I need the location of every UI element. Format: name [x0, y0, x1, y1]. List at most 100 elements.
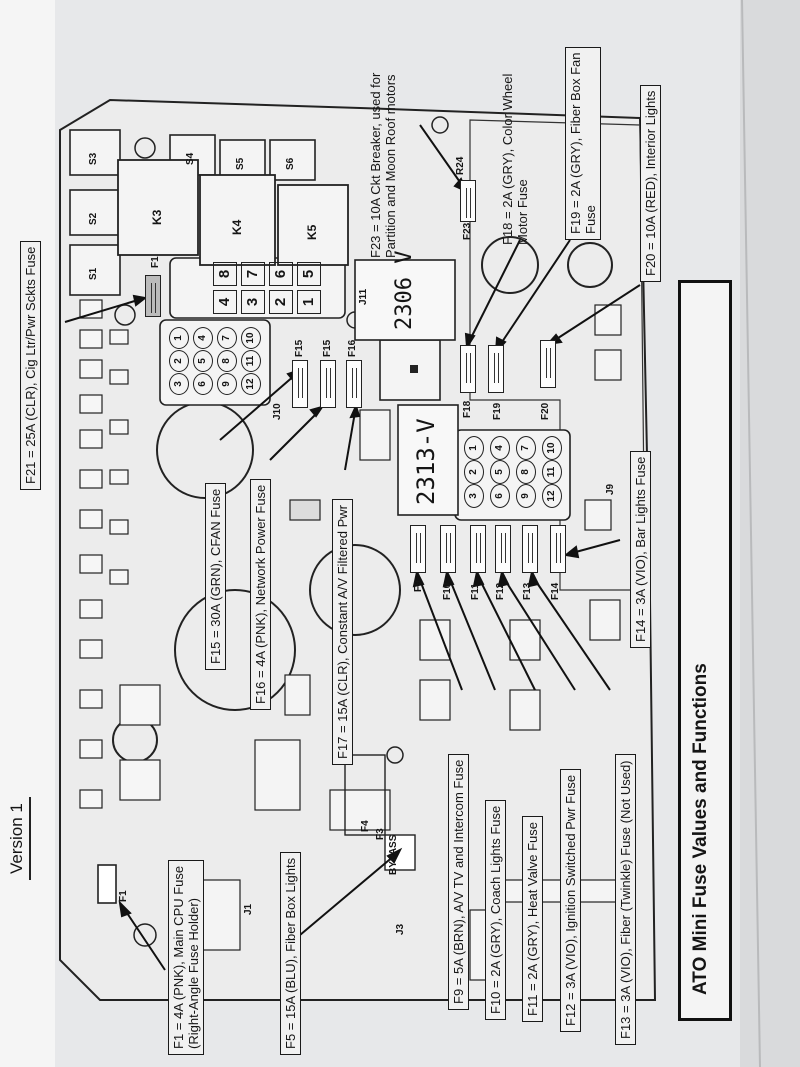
pin: 1: [169, 327, 189, 349]
title-box: [678, 280, 732, 1021]
fuse-f19: [488, 345, 504, 393]
pin: 1: [464, 436, 484, 460]
connector-b-pins: 1 4 7 10 2 5 8 11 3 6 9 12: [462, 436, 566, 508]
pin: 9: [217, 373, 237, 395]
pin: 5: [490, 460, 510, 484]
callout-f19-text: F19 = 2A (GRY), Fiber Box Fan: [568, 52, 583, 234]
callout-f1-text: F1 = 4A (PNK), Main CPU Fuse: [171, 865, 186, 1049]
fuse-f11: [470, 525, 486, 573]
label-f15b: F15: [322, 339, 333, 357]
fuse-f9: [410, 525, 426, 573]
callout-f19-line2: Fuse: [583, 205, 598, 234]
pin: 10: [241, 327, 261, 349]
fuse-f15: [292, 360, 308, 408]
callout-f23-text: F23 = 10A Ckt Breaker, used for: [368, 72, 383, 258]
label-j11: J11: [358, 288, 369, 305]
pin: 5: [193, 350, 213, 372]
pin: 12: [542, 484, 562, 508]
callout-f1: F1 = 4A (PNK), Main CPU Fuse (Right-Angl…: [168, 859, 204, 1055]
pin: 9: [516, 484, 536, 508]
callout-f19: F19 = 2A (GRY), Fiber Box Fan Fuse: [565, 46, 601, 240]
label-s3: S3: [88, 152, 99, 165]
label-f18: F18: [462, 400, 473, 418]
pin: 2: [169, 350, 189, 372]
pin: 3: [464, 484, 484, 508]
part-number-b: 2306 V: [392, 250, 417, 330]
label-s2: S2: [88, 212, 99, 225]
label-j3: J3: [395, 923, 406, 935]
callout-f14: F14 = 3A (VIO), Bar Lights Fuse: [630, 450, 651, 648]
label-k3: K3: [150, 209, 164, 225]
label-s4: S4: [185, 152, 196, 165]
label-j1: J1: [243, 903, 254, 915]
callout-f21: F21 = 25A (CLR), Cig Ltr/Pwr Sckts Fuse: [20, 240, 41, 490]
callout-f1-note: (Right-Angle Fuse Holder): [186, 897, 201, 1049]
fuse-f21: [145, 275, 161, 317]
label-f3: F3: [375, 828, 386, 840]
fuse-f23: [460, 180, 476, 222]
pin: 3: [169, 373, 189, 395]
callout-f23: F23 = 10A Ckt Breaker, used for Partitio…: [368, 73, 398, 258]
callout-f20: F20 = 10A (RED), Interior Lights: [640, 84, 661, 282]
callout-f18: F18 = 2A (GRY), Color Wheel Motor Fuse: [500, 74, 530, 245]
pin: 4: [193, 327, 213, 349]
callout-f23-line2: Partition and Moon Roof motors: [383, 74, 398, 258]
label-f13: F13: [522, 582, 533, 600]
callout-f10: F10 = 2A (GRY), Coach Lights Fuse: [485, 799, 506, 1020]
j11-digit: 3: [241, 290, 265, 314]
callout-f16: F16 = 4A (PNK), Network Power Fuse: [250, 478, 271, 710]
label-s5: S5: [235, 157, 246, 170]
label-r24: R24: [455, 156, 466, 175]
fuse-f20: [540, 340, 556, 388]
callout-f12: F12 = 3A (VIO), Ignition Switched Pwr Fu…: [560, 768, 581, 1032]
fuse-f14: [550, 525, 566, 573]
label-f14: F14: [550, 582, 561, 600]
callout-f18-line2: Motor Fuse: [515, 179, 530, 245]
fuse-f15b: [320, 360, 336, 408]
pin: 2: [464, 460, 484, 484]
fuse-f12: [495, 525, 511, 573]
page-title: ATO Mini Fuse Values and Functions: [690, 663, 711, 995]
connector-a-pins: 1 4 7 10 2 5 8 11 3 6 9 12: [168, 327, 263, 395]
label-k5: K5: [305, 224, 319, 240]
pin: 8: [217, 350, 237, 372]
j11-digit: 7: [241, 262, 265, 286]
fuse-f10: [440, 525, 456, 573]
label-k4: K4: [230, 219, 244, 235]
pin: 11: [241, 350, 261, 372]
label-s6: S6: [285, 157, 296, 170]
callout-f11: F11 = 2A (GRY), Heat Valve Fuse: [522, 815, 543, 1022]
label-f10: F10: [442, 582, 453, 600]
j11-digit: 4: [213, 290, 237, 314]
label-f9: F9: [413, 580, 424, 592]
fuse-f13: [522, 525, 538, 573]
fuse-f16: [346, 360, 362, 408]
label-s1: S1: [88, 267, 99, 280]
label-f11: F11: [470, 583, 481, 600]
pin: 8: [516, 460, 536, 484]
label-f15: F15: [294, 339, 305, 357]
label-f19: F19: [492, 402, 503, 420]
pin: 6: [193, 373, 213, 395]
label-f20: F20: [540, 402, 551, 420]
j11-digit: 6: [269, 262, 293, 286]
pin: 12: [241, 373, 261, 395]
callout-f17: F17 = 15A (CLR), Constant A/V Filtered P…: [332, 499, 353, 765]
pin: 4: [490, 436, 510, 460]
j11-digit: 8: [213, 262, 237, 286]
pin: 10: [542, 436, 562, 460]
j11-digits: 8 7 6 5 4 3 2 1: [213, 262, 323, 314]
callout-f13: F13 = 3A (VIO), Fiber (Twinkle) Fuse (No…: [615, 754, 636, 1045]
callout-f9: F9 = 5A (BRN), A/V TV and Intercom Fuse: [448, 753, 469, 1010]
fuse-f18: [460, 345, 476, 393]
pin: 6: [490, 484, 510, 508]
label-f23: F23: [462, 222, 473, 240]
pin: 11: [542, 460, 562, 484]
label-f1: F1: [118, 890, 129, 902]
label-j10: J10: [272, 403, 283, 420]
label-j9: J9: [605, 483, 616, 495]
label-f4: F4: [360, 820, 371, 832]
label-bypass: BYPASS: [388, 834, 399, 875]
pin: 7: [217, 327, 237, 349]
